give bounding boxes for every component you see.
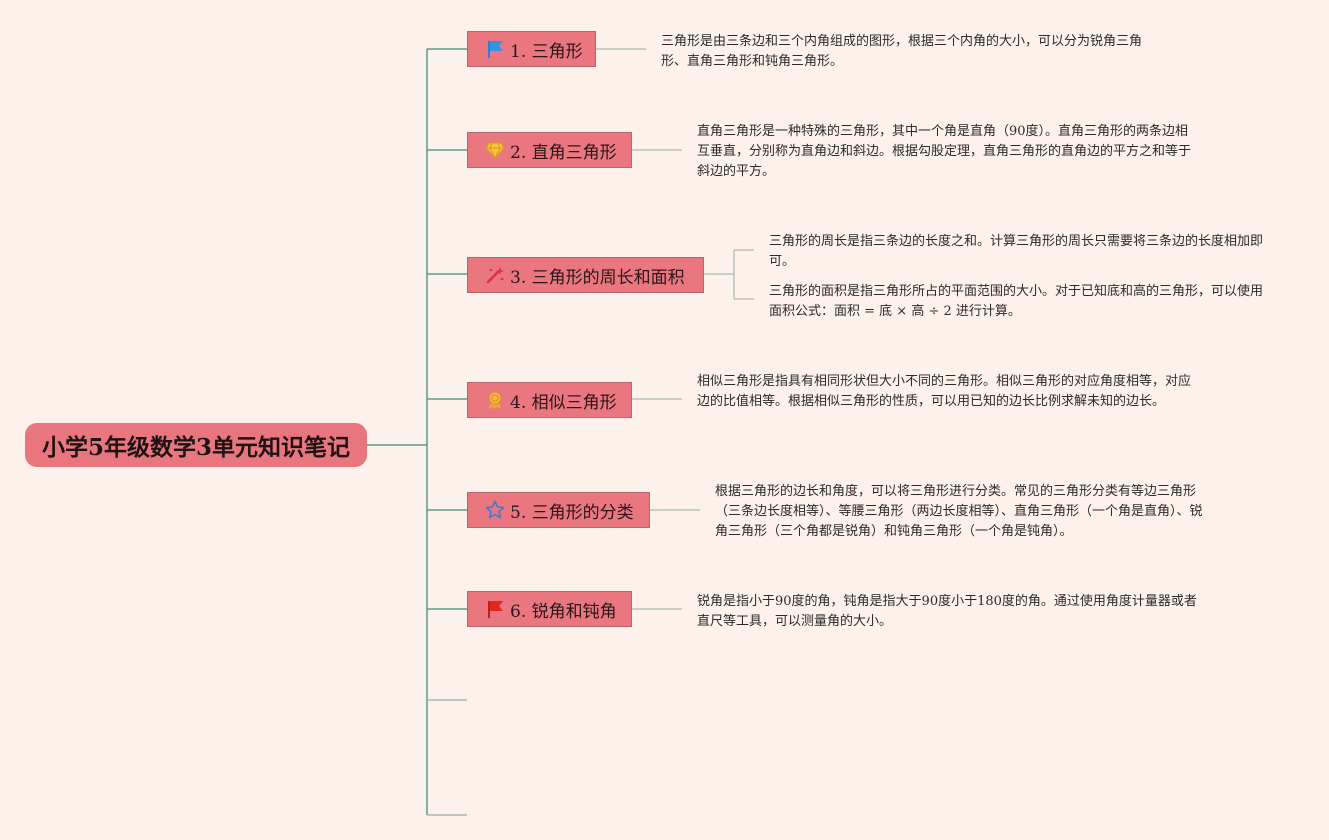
topic-5-label: 5. 三角形的分类 — [510, 502, 634, 523]
topic-1-note: 三角形是由三条边和三个内角组成的图形，根据三个内角的大小，可以分为锐角三角形、直… — [661, 34, 1143, 69]
topic-3-note-2: 三角形的面积是指三角形所占的平面范围的大小。对于已知底和高的三角形，可以使用面积… — [769, 284, 1264, 319]
topic-6-note: 锐角是指小于90度的角，钝角是指大于90度小于180度的角。通过使用角度计量器或… — [697, 594, 1197, 629]
topic-1[interactable]: 1. 三角形 — [467, 31, 596, 67]
topic-2-note: 直角三角形是一种特殊的三角形，其中一个角是直角（90度）。直角三角形的两条边相互… — [697, 124, 1192, 179]
gem-icon — [484, 139, 506, 161]
topic-3-label: 3. 三角形的周长和面积 — [510, 267, 685, 288]
magic-wand-icon — [484, 264, 506, 286]
topic-5-note: 根据三角形的边长和角度，可以将三角形进行分类。常见的三角形分类有等边三角形（三条… — [715, 484, 1203, 539]
topic-5[interactable]: 5. 三角形的分类 — [467, 492, 650, 528]
topic-6[interactable]: 6. 锐角和钝角 — [467, 591, 632, 627]
star-icon — [484, 499, 506, 521]
topic-4-label: 4. 相似三角形 — [510, 392, 617, 413]
topic-2-label: 2. 直角三角形 — [510, 142, 617, 163]
award-ribbon-icon — [484, 389, 506, 411]
root-topic[interactable]: 小学5年级数学3单元知识笔记 — [25, 423, 367, 467]
topic-1-label: 1. 三角形 — [510, 41, 583, 62]
topic-4[interactable]: 4. 相似三角形 — [467, 382, 632, 418]
topic-2[interactable]: 2. 直角三角形 — [467, 132, 632, 168]
topic-6-label: 6. 锐角和钝角 — [510, 601, 617, 622]
topic-3[interactable]: 3. 三角形的周长和面积 — [467, 257, 704, 293]
topic-4-note: 相似三角形是指具有相同形状但大小不同的三角形。相似三角形的对应角度相等，对应边的… — [697, 374, 1192, 409]
root-title: 小学5年级数学3单元知识笔记 — [41, 434, 350, 461]
red-flag-icon — [484, 598, 506, 620]
blue-flag-icon — [484, 38, 506, 60]
topic-3-note-1: 三角形的周长是指三条边的长度之和。计算三角形的周长只需要将三条边的长度相加即可。 — [769, 234, 1264, 269]
